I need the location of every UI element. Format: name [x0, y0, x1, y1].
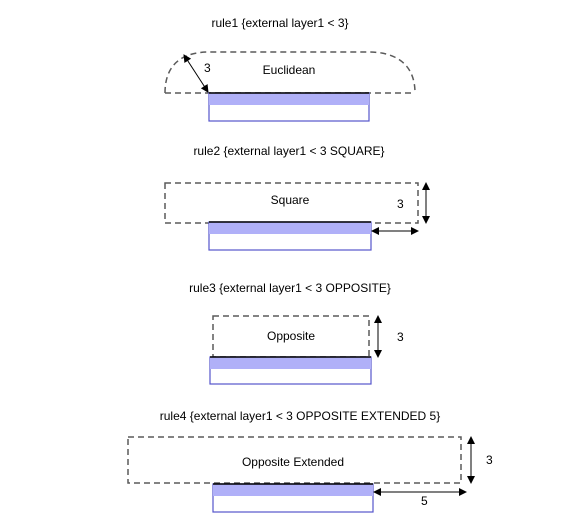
rule1-distance-arrow	[183, 54, 209, 93]
rule3-layer-band	[210, 357, 371, 369]
rule1-layer-band	[209, 93, 369, 105]
rule2-distance-label: 3	[397, 197, 404, 211]
rule1-euclidean-boundary	[164, 51, 416, 94]
rule3-distance-label: 3	[397, 330, 404, 344]
rule1-title: rule1 {external layer1 < 3}	[211, 16, 348, 30]
rule2-layer-band	[209, 222, 371, 234]
rule4-title: rule4 {external layer1 < 3 OPPOSITE EXTE…	[160, 409, 440, 423]
rule2-label: Square	[271, 193, 310, 207]
rule2-title: rule2 {external layer1 < 3 SQUARE}	[193, 144, 384, 158]
rule4-opposite-extended-boundary	[127, 436, 462, 484]
rule2-group: rule2 {external layer1 < 3 SQUARE} 3 Squ…	[164, 144, 430, 251]
rule3-label: Opposite	[267, 329, 315, 343]
rule1-distance-label: 3	[204, 61, 211, 75]
rule1-group: rule1 {external layer1 < 3} 3 Euclidean	[164, 16, 416, 122]
rule4-label: Opposite Extended	[242, 455, 344, 469]
rule1-label: Euclidean	[263, 63, 316, 77]
rule4-group: rule4 {external layer1 < 3 OPPOSITE EXTE…	[127, 409, 493, 513]
rule4-extension-label: 5	[421, 494, 428, 508]
rule3-group: rule3 {external layer1 < 3 OPPOSITE} 3 O…	[189, 281, 404, 385]
rule3-title: rule3 {external layer1 < 3 OPPOSITE}	[189, 281, 391, 295]
rule4-distance-label: 3	[486, 453, 493, 467]
rule2-square-boundary	[164, 182, 419, 224]
rule4-layer-band	[213, 484, 373, 496]
